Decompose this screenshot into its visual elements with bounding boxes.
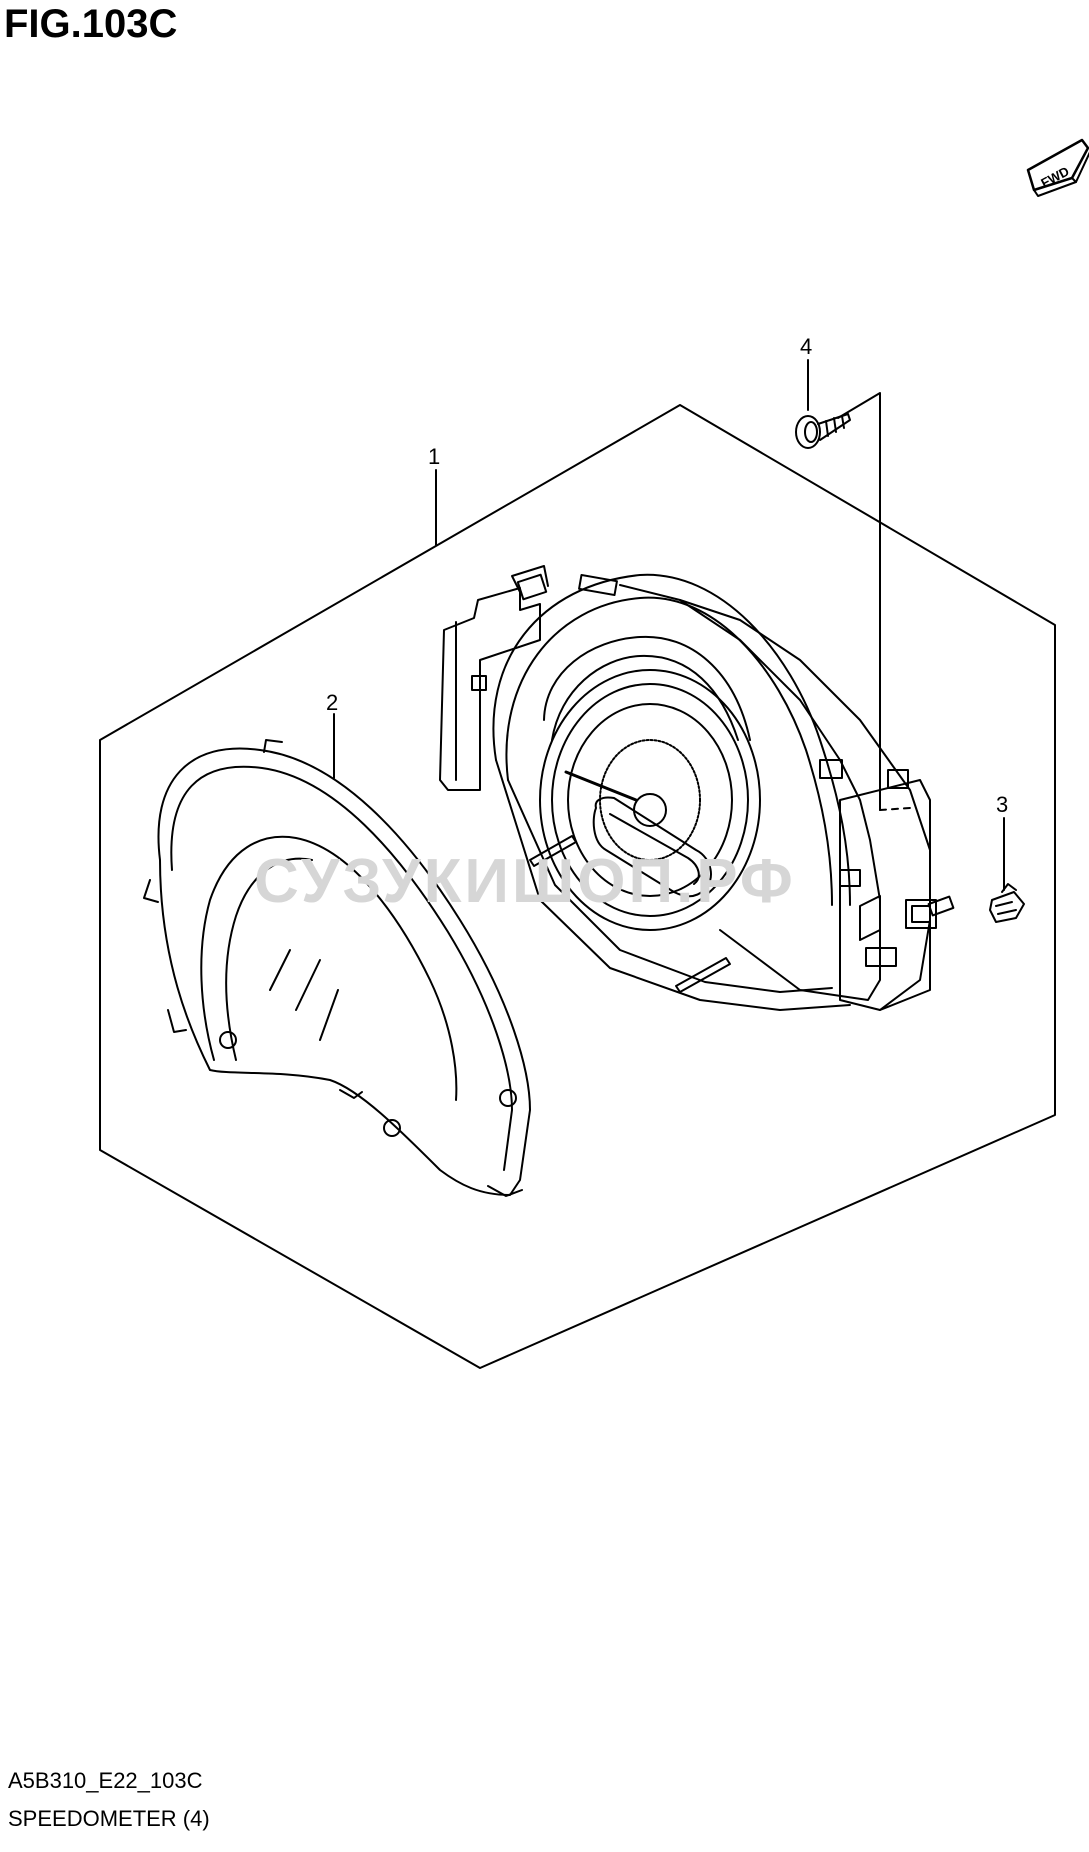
assembly-kit-outline	[99, 404, 1056, 1369]
speedometer-assembly-part	[439, 565, 955, 1011]
watermark: СУЗУКИШОП.РФ	[254, 847, 796, 916]
leader-line-4-to-holes	[837, 392, 881, 811]
callout-3: 3	[996, 792, 1008, 817]
figure-code: A5B310_E22_103C	[8, 1768, 203, 1793]
callout-1: 1	[428, 444, 440, 469]
figure-title: FIG.103C	[4, 2, 178, 46]
screw-part	[795, 413, 851, 449]
callout-2: 2	[326, 690, 338, 715]
meter-lens-cover-part	[143, 739, 531, 1197]
callout-4: 4	[800, 334, 812, 359]
figure-name: SPEEDOMETER (4)	[8, 1806, 210, 1831]
fwd-arrow-icon	[1026, 138, 1089, 197]
clip-part	[989, 883, 1025, 923]
